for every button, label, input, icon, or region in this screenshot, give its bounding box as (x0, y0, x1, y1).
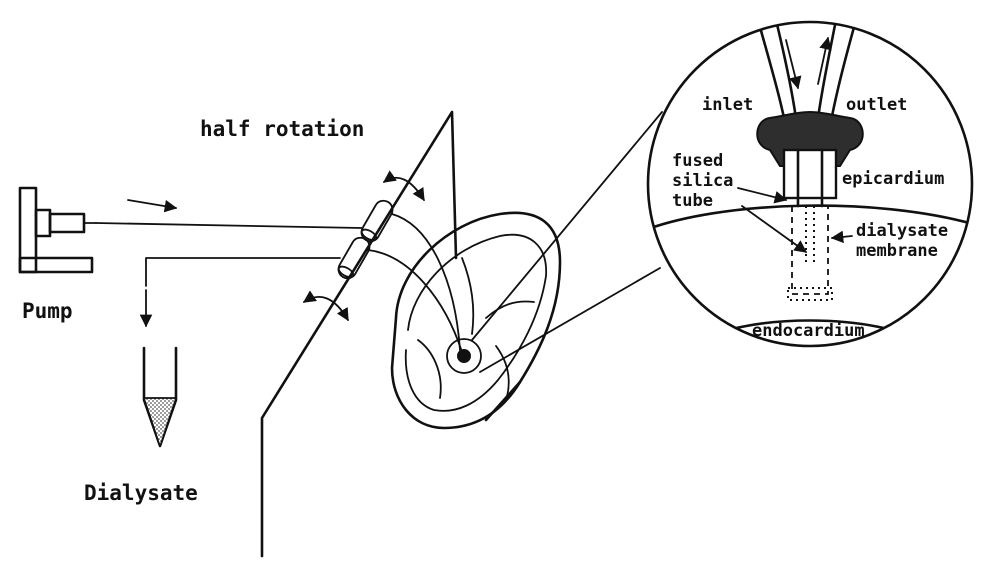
heart-inner-contour (404, 233, 547, 412)
swivel-lower (337, 236, 371, 280)
heart-tail (484, 380, 522, 422)
labels: half rotation Pump Dialysate inlet outle… (22, 95, 948, 505)
heart-vessel-1 (461, 257, 475, 335)
probe-site-inner (457, 349, 471, 363)
membrane-tip (787, 287, 833, 301)
flow-arrow-outlet-magnified (817, 36, 832, 85)
inlet-tubing (95, 222, 363, 229)
pump-upright (18, 186, 38, 274)
heart-vessel-2 (485, 300, 535, 319)
label-inlet: inlet (702, 95, 753, 115)
heart (390, 211, 562, 430)
label-endocardium: endocardium (752, 321, 865, 341)
zoom-connectors (471, 111, 663, 373)
label-dialysate-membrane-2: membrane (856, 241, 938, 261)
rotation-rod (260, 110, 458, 558)
tubing (95, 199, 463, 353)
probe-site-outer (446, 338, 482, 374)
heart-outline (390, 211, 562, 430)
flow-arrow-inlet-magnified (785, 39, 802, 90)
outlet-tubing-to-heart (367, 249, 463, 353)
magnified-circle (646, 20, 974, 348)
inlet-tubing-to-heart (391, 213, 461, 351)
pump-syringe-barrel (48, 212, 86, 234)
label-tube: tube (672, 191, 713, 211)
pointer-membrane (830, 230, 853, 244)
pump (18, 186, 97, 274)
guide-tube (782, 148, 838, 200)
label-silica: silica (672, 171, 733, 191)
epicardium-surface (648, 204, 972, 234)
rod-outline (260, 110, 458, 558)
label-fused: fused (672, 151, 723, 171)
dialysis-membrane (791, 205, 829, 295)
rotation-arrow-upper (382, 170, 425, 202)
label-dialysate: Dialysate (84, 481, 198, 505)
pointer-fused-silica-upper (737, 187, 788, 204)
pump-syringe-plunger (34, 208, 52, 238)
label-pump: Pump (22, 299, 73, 323)
vial-dialysate-fill (145, 398, 175, 444)
rotation-arrow-lower (302, 290, 349, 322)
label-outlet: outlet (846, 95, 907, 115)
outlet-tubing (145, 257, 341, 287)
flow-arrow-inlet (127, 199, 178, 213)
swivel-connectors (337, 199, 394, 280)
label-half-rotation: half rotation (200, 117, 364, 141)
collection-vial (142, 346, 178, 448)
vial-outline (142, 346, 178, 448)
pointer-fused-silica-lower (741, 205, 808, 253)
heart-vessel-3 (417, 339, 442, 399)
pump-base (18, 256, 94, 274)
label-dialysate-membrane-1: dialysate (856, 221, 948, 241)
label-epicardium: epicardium (842, 169, 944, 189)
